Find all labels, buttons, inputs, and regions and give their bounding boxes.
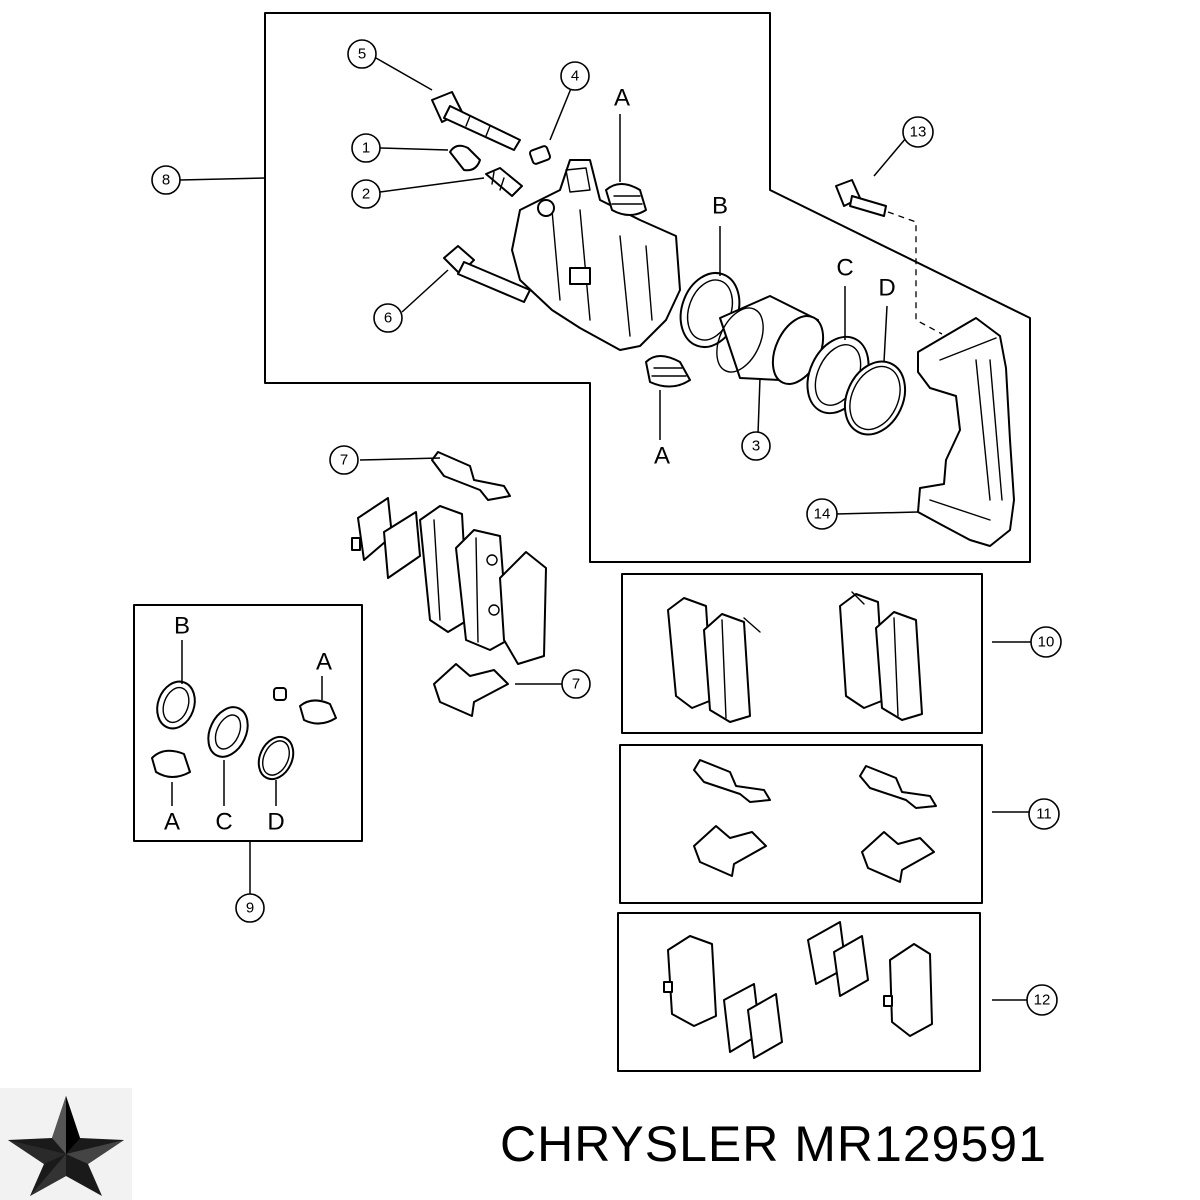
callout-4: 4 — [560, 61, 590, 91]
svg-text:1: 1 — [362, 140, 370, 157]
kit-piston-seal — [207, 706, 249, 758]
bleeder-screw — [485, 167, 523, 197]
pad-shims — [351, 497, 421, 579]
pad-set-pads-right — [839, 591, 923, 721]
callout-9: 9 — [235, 893, 265, 923]
svg-text:5: 5 — [358, 46, 366, 63]
brake-pads-loose — [419, 505, 547, 665]
svg-text:11: 11 — [1036, 806, 1052, 823]
svg-text:3: 3 — [752, 438, 760, 455]
leader-lines — [171, 57, 1032, 1001]
svg-text:9: 9 — [246, 900, 254, 917]
guide-pin-bolt — [431, 91, 521, 151]
callout-8: 8 — [151, 165, 181, 195]
caliper-assembly-frame — [264, 12, 1031, 563]
guide-boot-upper — [605, 183, 647, 216]
kit-guide-boot-left — [151, 749, 191, 778]
sleeve-bush — [528, 145, 552, 165]
callout-12: 12 — [1026, 984, 1058, 1016]
callout-6: 6 — [373, 303, 403, 333]
letter-a-top: A — [614, 85, 630, 112]
bleeder-cap — [449, 144, 481, 172]
guide-pin — [443, 245, 531, 303]
chrysler-pentastar-icon — [0, 1088, 132, 1200]
mounting-bolt — [835, 179, 887, 217]
svg-text:14: 14 — [814, 506, 831, 523]
clip-set-lower-right — [861, 831, 935, 883]
clip-set-lower-left — [693, 825, 767, 877]
callout-11: 11 — [1028, 798, 1060, 830]
callout-2: 2 — [351, 179, 381, 209]
svg-text:7: 7 — [340, 452, 348, 469]
callout-14: 14 — [806, 498, 838, 530]
letter-d-top: D — [878, 275, 895, 302]
kit-letter-c: C — [215, 809, 232, 836]
kit-letter-b: B — [174, 613, 190, 640]
callout-7b: 7 — [561, 669, 591, 699]
guide-boot-lower — [645, 355, 691, 388]
clip-set-upper-left — [693, 759, 771, 803]
callout-3: 3 — [741, 431, 771, 461]
pad-clip-upper — [431, 451, 511, 501]
shim-set-shims — [663, 921, 933, 1059]
svg-text:12: 12 — [1034, 992, 1051, 1009]
kit-letter-d: D — [267, 809, 284, 836]
seal-kit-box — [133, 604, 363, 842]
svg-text:10: 10 — [1038, 634, 1055, 651]
kit-piston-boot-ring — [156, 680, 196, 730]
kit-letter-a-right: A — [316, 649, 332, 676]
svg-text:7: 7 — [572, 676, 580, 693]
svg-text:8: 8 — [162, 172, 170, 189]
caliper-support-bracket — [917, 317, 1015, 547]
pad-clip-lower — [433, 663, 509, 717]
kit-guide-boot-right — [273, 687, 337, 725]
letter-b-top: B — [712, 193, 728, 220]
clip-set-upper-right — [859, 765, 937, 809]
svg-text:4: 4 — [571, 68, 579, 85]
brand-part-number: CHRYSLER MR129591 — [500, 1116, 1047, 1172]
kit-piston-ring — [257, 735, 295, 781]
svg-text:6: 6 — [384, 310, 392, 327]
callout-13: 13 — [902, 116, 934, 148]
svg-text:13: 13 — [910, 124, 927, 141]
letter-c-top: C — [836, 255, 853, 282]
clip-set-box — [619, 744, 983, 904]
kit-letter-a-bottom: A — [164, 809, 180, 836]
shim-set-box — [617, 912, 981, 1072]
callout-1: 1 — [351, 133, 381, 163]
svg-text:2: 2 — [362, 186, 370, 203]
pad-set-pads-left — [667, 597, 761, 723]
pad-set-box — [621, 573, 983, 734]
letter-a-bottom: A — [654, 443, 670, 470]
caliper-body — [511, 159, 681, 351]
bolt-alignment-dashes — [887, 211, 943, 335]
piston — [716, 295, 825, 385]
callout-5: 5 — [347, 39, 377, 69]
callout-7a: 7 — [329, 445, 359, 475]
callout-10: 10 — [1030, 626, 1062, 658]
